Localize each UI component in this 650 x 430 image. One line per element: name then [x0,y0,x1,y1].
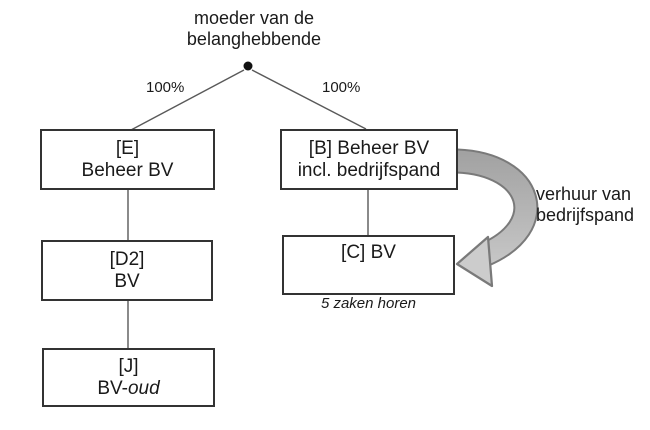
node-c-line1: [C] BV [341,242,396,263]
parent-title: moeder van de belanghebbende [144,8,364,50]
node-d2-bv: [D2] BV [41,240,213,301]
node-j-line2: BV-oud [97,378,159,400]
node-j-line2-italic: oud [127,377,160,399]
edge-parent-to-e [130,69,245,131]
node-d2-line2: BV [114,270,140,292]
arrow-annotation-line2: bedrijfspand [536,205,635,225]
node-j-line1: [J] [118,355,139,377]
node-d2-line1: [D2] [109,248,145,270]
parent-node-dot [243,61,253,71]
node-b-line1: [B] Beheer BV [308,137,430,159]
node-b-beheer-bv-bedrijfspand: [B] Beheer BV incl. bedrijfspand [280,129,458,190]
node-e-line2: Beheer BV [81,159,174,181]
parent-title-line2: belanghebbende [186,29,322,49]
ownership-label-left: 100% [146,79,185,96]
node-b-line2: incl. bedrijfspand [297,159,441,181]
curved-arrow-band [456,150,537,265]
arrow-annotation: verhuur van bedrijfspand [536,184,634,226]
node-e-line1: [E] [115,137,140,159]
curved-arrow-head [455,235,494,288]
node-e-beheer-bv: [E] Beheer BV [40,129,215,190]
arrow-annotation-line1: verhuur van [536,184,632,204]
node-c-bv: [C] BV [282,235,455,295]
node-j-bv-oud: [J] BV-oud [42,348,215,407]
node-j-line2-prefix: BV- [97,377,128,399]
node-c-caption: 5 zaken horen [320,295,417,312]
ownership-label-right: 100% [322,79,361,96]
curved-arrow [455,148,539,288]
parent-title-line1: moeder van de [193,8,315,28]
edge-parent-to-b [251,69,367,130]
